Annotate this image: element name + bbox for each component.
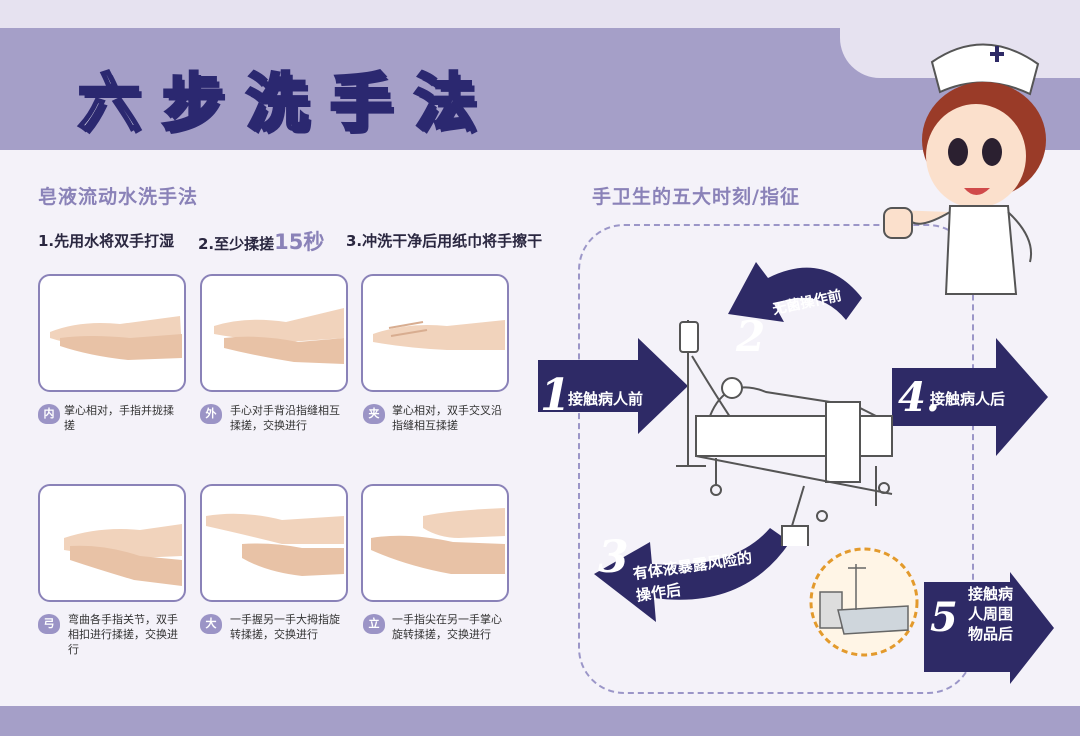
moment-1-arrow	[538, 338, 688, 434]
caption-6: 一手指尖在另一手掌心旋转揉搓，交换进行	[392, 613, 502, 641]
moment-2-arrow	[728, 262, 862, 322]
moment-4-label: 接触病人后	[930, 390, 1006, 408]
step-2: 2.至少揉搓15秒	[198, 230, 325, 254]
moment-4-number: 4.	[898, 374, 940, 421]
badge-6: 立	[363, 614, 385, 634]
bottom-band	[0, 706, 1080, 736]
top-band	[0, 0, 1080, 28]
caption-5: 一手握另一手大拇指旋转揉搓，交换进行	[230, 613, 340, 641]
hand-card-4	[38, 484, 186, 602]
hospital-bed-illustration	[676, 320, 893, 546]
moment-5-arrow	[924, 572, 1054, 684]
hand-illustration	[371, 508, 505, 574]
moment-4-arrow	[892, 338, 1048, 456]
hand-illustration	[214, 308, 344, 364]
hand-card-1	[38, 274, 186, 392]
bedside-illustration	[809, 547, 919, 657]
badge-1: 内	[38, 404, 60, 424]
page-title: 六步洗手法	[76, 65, 499, 141]
caption-3: 掌心相对，双手交叉沿指缝相互揉搓	[392, 404, 502, 432]
hand-illustration	[373, 320, 505, 350]
moment-3-number: 3	[598, 532, 629, 583]
badge-3: 夹	[363, 404, 385, 424]
badge-4: 弓	[38, 614, 60, 634]
moment-5-number: 5	[930, 594, 958, 641]
badge-5: 大	[200, 614, 222, 634]
badge-2: 外	[200, 404, 222, 424]
hand-card-2	[200, 274, 348, 392]
dashed-outline	[578, 224, 974, 694]
moment-1-label: 接触病人前	[568, 390, 644, 408]
caption-2: 手心对手背沿指缝相互揉搓，交换进行	[230, 404, 340, 432]
step-1: 1.先用水将双手打湿	[38, 232, 175, 250]
hand-illustration	[50, 316, 182, 360]
caption-1: 掌心相对，手指并拢揉搓	[64, 404, 174, 432]
moment-1-number: 1	[540, 370, 571, 421]
nurse-illustration	[883, 43, 1046, 295]
hand-illustration	[64, 524, 182, 586]
moment-2-number: 2	[736, 312, 766, 361]
hand-card-3	[361, 274, 509, 392]
caption-4: 弯曲各手指关节，双手相扣进行揉搓，交换进行	[68, 613, 178, 656]
hand-card-5	[200, 484, 348, 602]
hand-card-6	[361, 484, 509, 602]
hand-illustration	[206, 513, 344, 576]
right-heading: 手卫生的五大时刻/指征	[592, 186, 800, 208]
moment-3-arrow	[594, 528, 790, 622]
left-heading: 皂液流动水洗手法	[38, 186, 199, 208]
moment-5-label: 接触病人周围物品后	[968, 585, 1014, 643]
step-3: 3.冲洗干净后用纸巾将手擦干	[346, 232, 543, 250]
